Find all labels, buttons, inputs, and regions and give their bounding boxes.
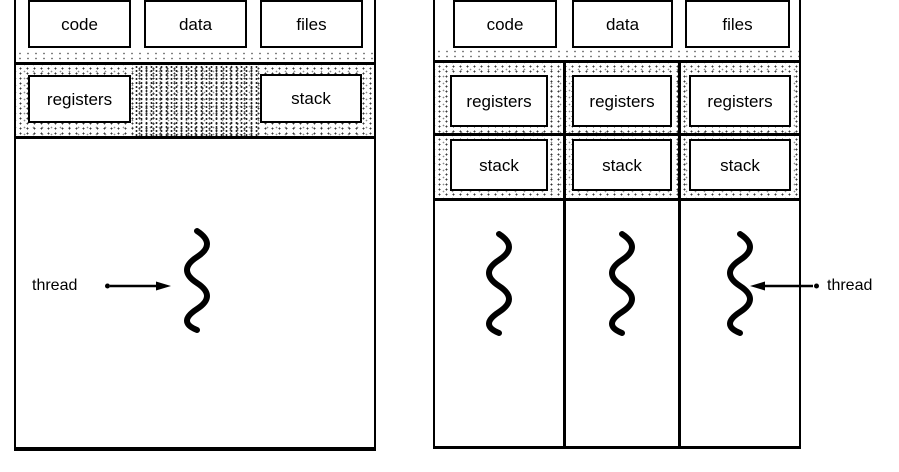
thread-column: registers: [435, 63, 563, 133]
thread-column: [563, 201, 678, 446]
thread-column: registers: [563, 63, 678, 133]
registers-label: registers: [707, 91, 773, 111]
thread-squiggle-icon: [727, 231, 753, 336]
registers-label: registers: [46, 89, 113, 109]
registers-box: registers: [28, 75, 131, 123]
thread-column: stack: [678, 136, 799, 198]
code-box: code: [28, 0, 131, 48]
stack-box: stack: [260, 74, 362, 123]
thread-column: [435, 201, 563, 446]
code-label: code: [486, 14, 524, 34]
divider-line: [16, 62, 374, 65]
divider-line: [435, 198, 799, 201]
divider-line: [435, 60, 799, 63]
registers-box: registers: [450, 75, 548, 127]
thread-column: registers: [678, 63, 799, 133]
files-box: files: [260, 0, 363, 48]
stack-box: stack: [689, 139, 791, 191]
right-registers-row: registers registers registers: [435, 63, 799, 133]
thread-label: thread: [827, 277, 873, 294]
files-label: files: [296, 14, 327, 34]
stipple-texture: [435, 49, 799, 60]
stipple-texture-dense: [134, 65, 258, 136]
code-label: code: [61, 14, 98, 34]
files-label: files: [722, 14, 753, 34]
registers-label: registers: [466, 91, 532, 111]
thread-label: thread: [32, 277, 78, 294]
thread-column: stack: [435, 136, 563, 198]
thread-column: [678, 201, 799, 446]
multi-threaded-process-box: code data files registers registers: [433, 0, 801, 449]
thread-column: stack: [563, 136, 678, 198]
registers-box: registers: [689, 75, 791, 127]
stack-label: stack: [720, 155, 760, 175]
left-memory-row: code data files: [16, 0, 374, 62]
data-box: data: [572, 0, 673, 48]
data-label: data: [178, 14, 213, 34]
stack-box: stack: [450, 139, 548, 191]
divider-line: [435, 133, 799, 136]
right-thread-area: [435, 201, 799, 446]
right-memory-row: code data files: [435, 0, 799, 60]
thread-squiggle-icon: [609, 231, 635, 336]
left-context-row: registers stack: [16, 65, 374, 136]
stack-box: stack: [572, 139, 672, 191]
files-box: files: [685, 0, 790, 48]
stack-label: stack: [602, 155, 642, 175]
right-stack-row: stack stack stack: [435, 136, 799, 198]
thread-arrow-left-icon: [750, 281, 819, 291]
code-box: code: [453, 0, 557, 48]
registers-box: registers: [572, 75, 672, 127]
stack-label: stack: [291, 89, 331, 108]
left-thread-area: [16, 139, 374, 447]
thread-squiggle-icon: [486, 231, 512, 336]
stipple-texture: [16, 51, 374, 62]
data-box: data: [144, 0, 247, 48]
thread-arrow-right-icon: [105, 281, 171, 291]
data-label: data: [605, 14, 640, 34]
registers-label: registers: [589, 91, 655, 111]
thread-squiggle-icon: [184, 228, 210, 333]
divider-line: [16, 136, 374, 139]
single-threaded-process-box: code data files registers stack: [14, 0, 376, 451]
stack-label: stack: [479, 155, 519, 175]
